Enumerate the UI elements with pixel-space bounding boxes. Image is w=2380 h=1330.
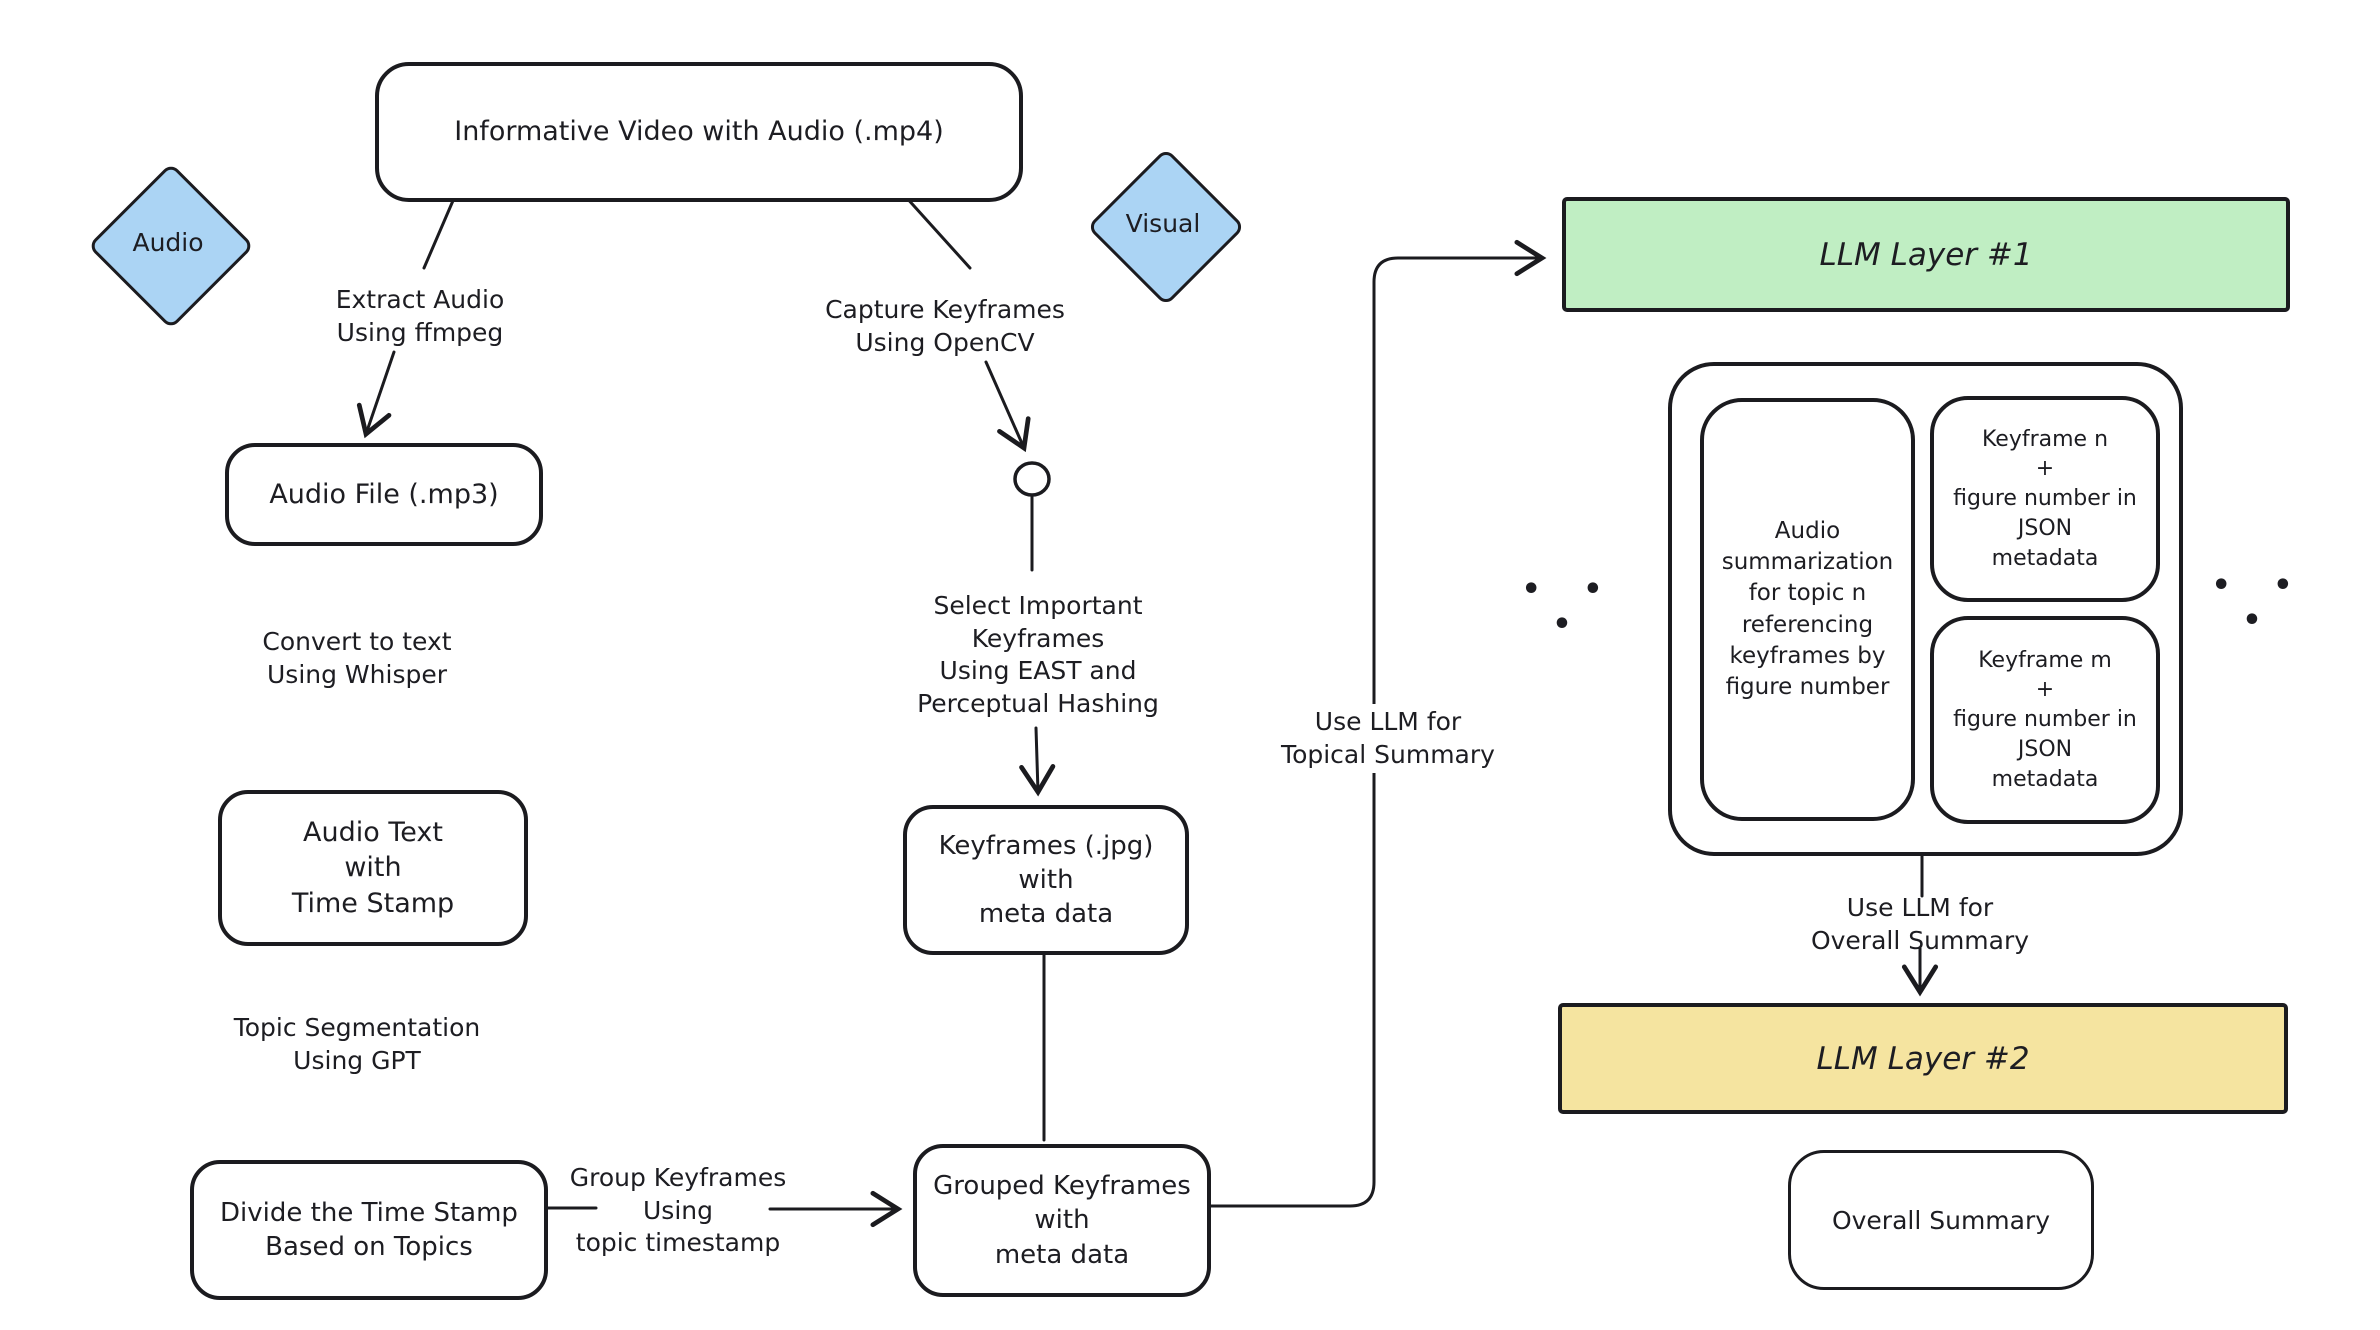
- ellipsis-right: • • •: [2211, 568, 2309, 638]
- audio-text-node: Audio Text with Time Stamp: [218, 790, 528, 946]
- extract-audio-label: Extract Audio Using ffmpeg: [335, 285, 505, 347]
- use-llm-topical-label: Use LLM for Topical Summary: [1262, 704, 1514, 773]
- visual-diamond-label: Visual: [1125, 209, 1201, 238]
- llm-layer-1-node: LLM Layer #1: [1562, 197, 2290, 312]
- edge-video-to-extract: [422, 194, 457, 270]
- keyframe-m-node: Keyframe m + figure number in JSON metad…: [1930, 616, 2160, 824]
- audio-summarization-node: Audio summarization for topic n referenc…: [1700, 398, 1915, 821]
- audio-diamond-label: Audio: [132, 228, 204, 257]
- informative-video-node: Informative Video with Audio (.mp4): [375, 62, 1023, 202]
- keyframe-circle: [1013, 461, 1051, 497]
- topic-segmentation-label: Topic Segmentation Using GPT: [233, 1013, 481, 1075]
- select-important-keyframes-label: Select Important Keyframes Using EAST an…: [917, 591, 1159, 718]
- audio-file-node: Audio File (.mp3): [225, 443, 543, 546]
- divide-timestamp-node: Divide the Time Stamp Based on Topics: [190, 1160, 548, 1300]
- edge-capture-to-circle: [984, 360, 1031, 453]
- convert-to-text-label: Convert to text Using Whisper: [262, 627, 452, 689]
- edge-extract-to-audiofile: [356, 350, 396, 439]
- use-llm-overall-label: Use LLM for Overall Summary: [1810, 893, 2030, 955]
- overall-summary-node: Overall Summary: [1788, 1150, 2094, 1290]
- capture-keyframes-label: Capture Keyframes Using OpenCV: [825, 295, 1065, 357]
- edge-video-to-capture: [903, 194, 972, 270]
- grouped-keyframes-node: Grouped Keyframes with meta data: [913, 1144, 1211, 1297]
- keyframe-n-node: Keyframe n + figure number in JSON metad…: [1930, 396, 2160, 602]
- ellipsis-left: • • •: [1521, 572, 1619, 642]
- llm-layer-2-node: LLM Layer #2: [1558, 1003, 2288, 1114]
- keyframes-node: Keyframes (.jpg) with meta data: [903, 805, 1189, 955]
- edge-select-to-keyframes: [1019, 726, 1056, 797]
- group-keyframes-label: Group Keyframes Using topic timestamp: [569, 1163, 787, 1257]
